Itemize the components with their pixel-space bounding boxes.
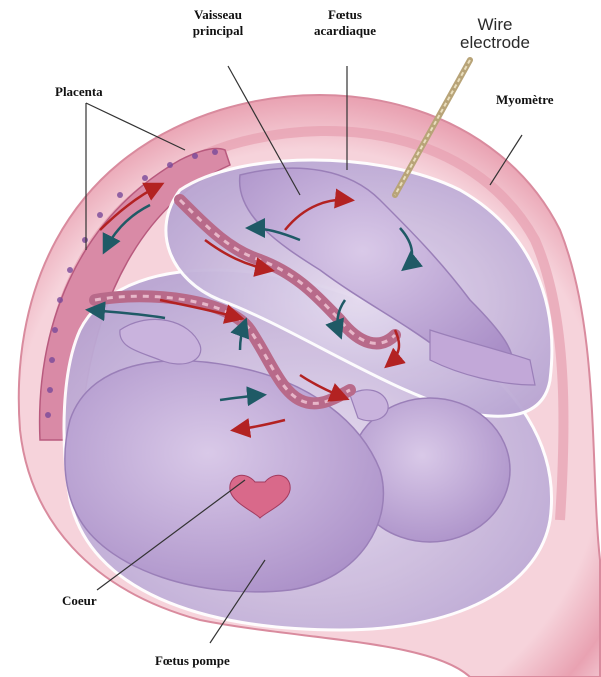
label-main-vessel: Vaisseau principal: [168, 7, 268, 39]
label-placenta: Placenta: [55, 84, 103, 100]
label-wire-electrode-line2: electrode: [430, 34, 560, 52]
label-acardiac-fetus-line2: acardiaque: [290, 23, 400, 39]
label-acardiac-fetus: Fœtus acardiaque: [290, 7, 400, 39]
label-main-vessel-line2: principal: [168, 23, 268, 39]
label-pump-fetus: Fœtus pompe: [155, 653, 230, 669]
label-heart: Coeur: [62, 593, 97, 609]
label-wire-electrode-line1: Wire: [430, 16, 560, 34]
label-wire-electrode: Wire electrode: [430, 16, 560, 52]
label-acardiac-fetus-line1: Fœtus: [290, 7, 400, 23]
label-myometrium: Myomètre: [496, 92, 554, 108]
label-main-vessel-line1: Vaisseau: [168, 7, 268, 23]
